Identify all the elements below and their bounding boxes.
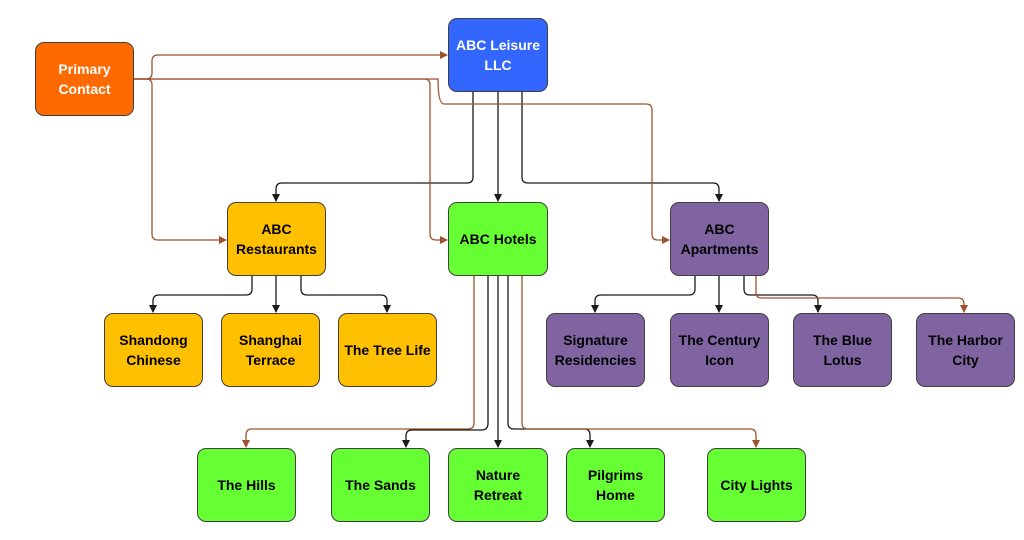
node-the-blue-lotus[interactable]: The Blue Lotus <box>793 313 892 387</box>
connector-primary-contact-to-abc-restaurants <box>134 78 227 244</box>
node-signature-residencies[interactable]: Signature Residencies <box>546 313 645 387</box>
connector-abc-restaurants-to-shandong-chinese <box>149 276 253 313</box>
node-nature-retreat[interactable]: Nature Retreat <box>448 448 548 522</box>
connector-abc-restaurants-to-the-tree-life <box>300 276 391 313</box>
connector-abc-hotels-to-the-hills <box>242 276 475 448</box>
node-abc-apartments[interactable]: ABC Apartments <box>670 202 769 276</box>
node-shandong-chinese[interactable]: Shandong Chinese <box>104 313 203 387</box>
node-shanghai-terrace[interactable]: Shanghai Terrace <box>221 313 320 387</box>
node-the-harbor-city[interactable]: The Harbor City <box>916 313 1015 387</box>
connector-primary-contact-to-abc-apartments <box>134 78 670 244</box>
node-the-sands[interactable]: The Sands <box>331 448 430 522</box>
node-the-tree-life[interactable]: The Tree Life <box>338 313 437 387</box>
connector-abc-apartments-to-the-blue-lotus <box>743 276 822 313</box>
connector-abc-apartments-to-the-harbor-city <box>755 276 968 313</box>
connector-primary-contact-to-abc-leisure <box>134 51 448 80</box>
node-pilgrims-home[interactable]: Pilgrims Home <box>566 448 665 522</box>
connector-abc-hotels-to-the-sands <box>402 276 489 448</box>
connector-abc-hotels-to-city-lights <box>521 276 760 448</box>
connector-abc-leisure-to-abc-apartments <box>521 92 723 202</box>
node-the-century-icon[interactable]: The Century Icon <box>670 313 769 387</box>
connector-abc-leisure-to-abc-restaurants <box>272 92 474 202</box>
node-city-lights[interactable]: City Lights <box>707 448 806 522</box>
connector-abc-apartments-to-signature-residencies <box>591 276 696 313</box>
node-abc-hotels[interactable]: ABC Hotels <box>448 202 548 276</box>
node-the-hills[interactable]: The Hills <box>197 448 296 522</box>
node-abc-leisure-llc[interactable]: ABC Leisure LLC <box>448 18 548 92</box>
node-abc-restaurants[interactable]: ABC Restaurants <box>227 202 326 276</box>
node-primary-contact[interactable]: Primary Contact <box>35 42 134 116</box>
